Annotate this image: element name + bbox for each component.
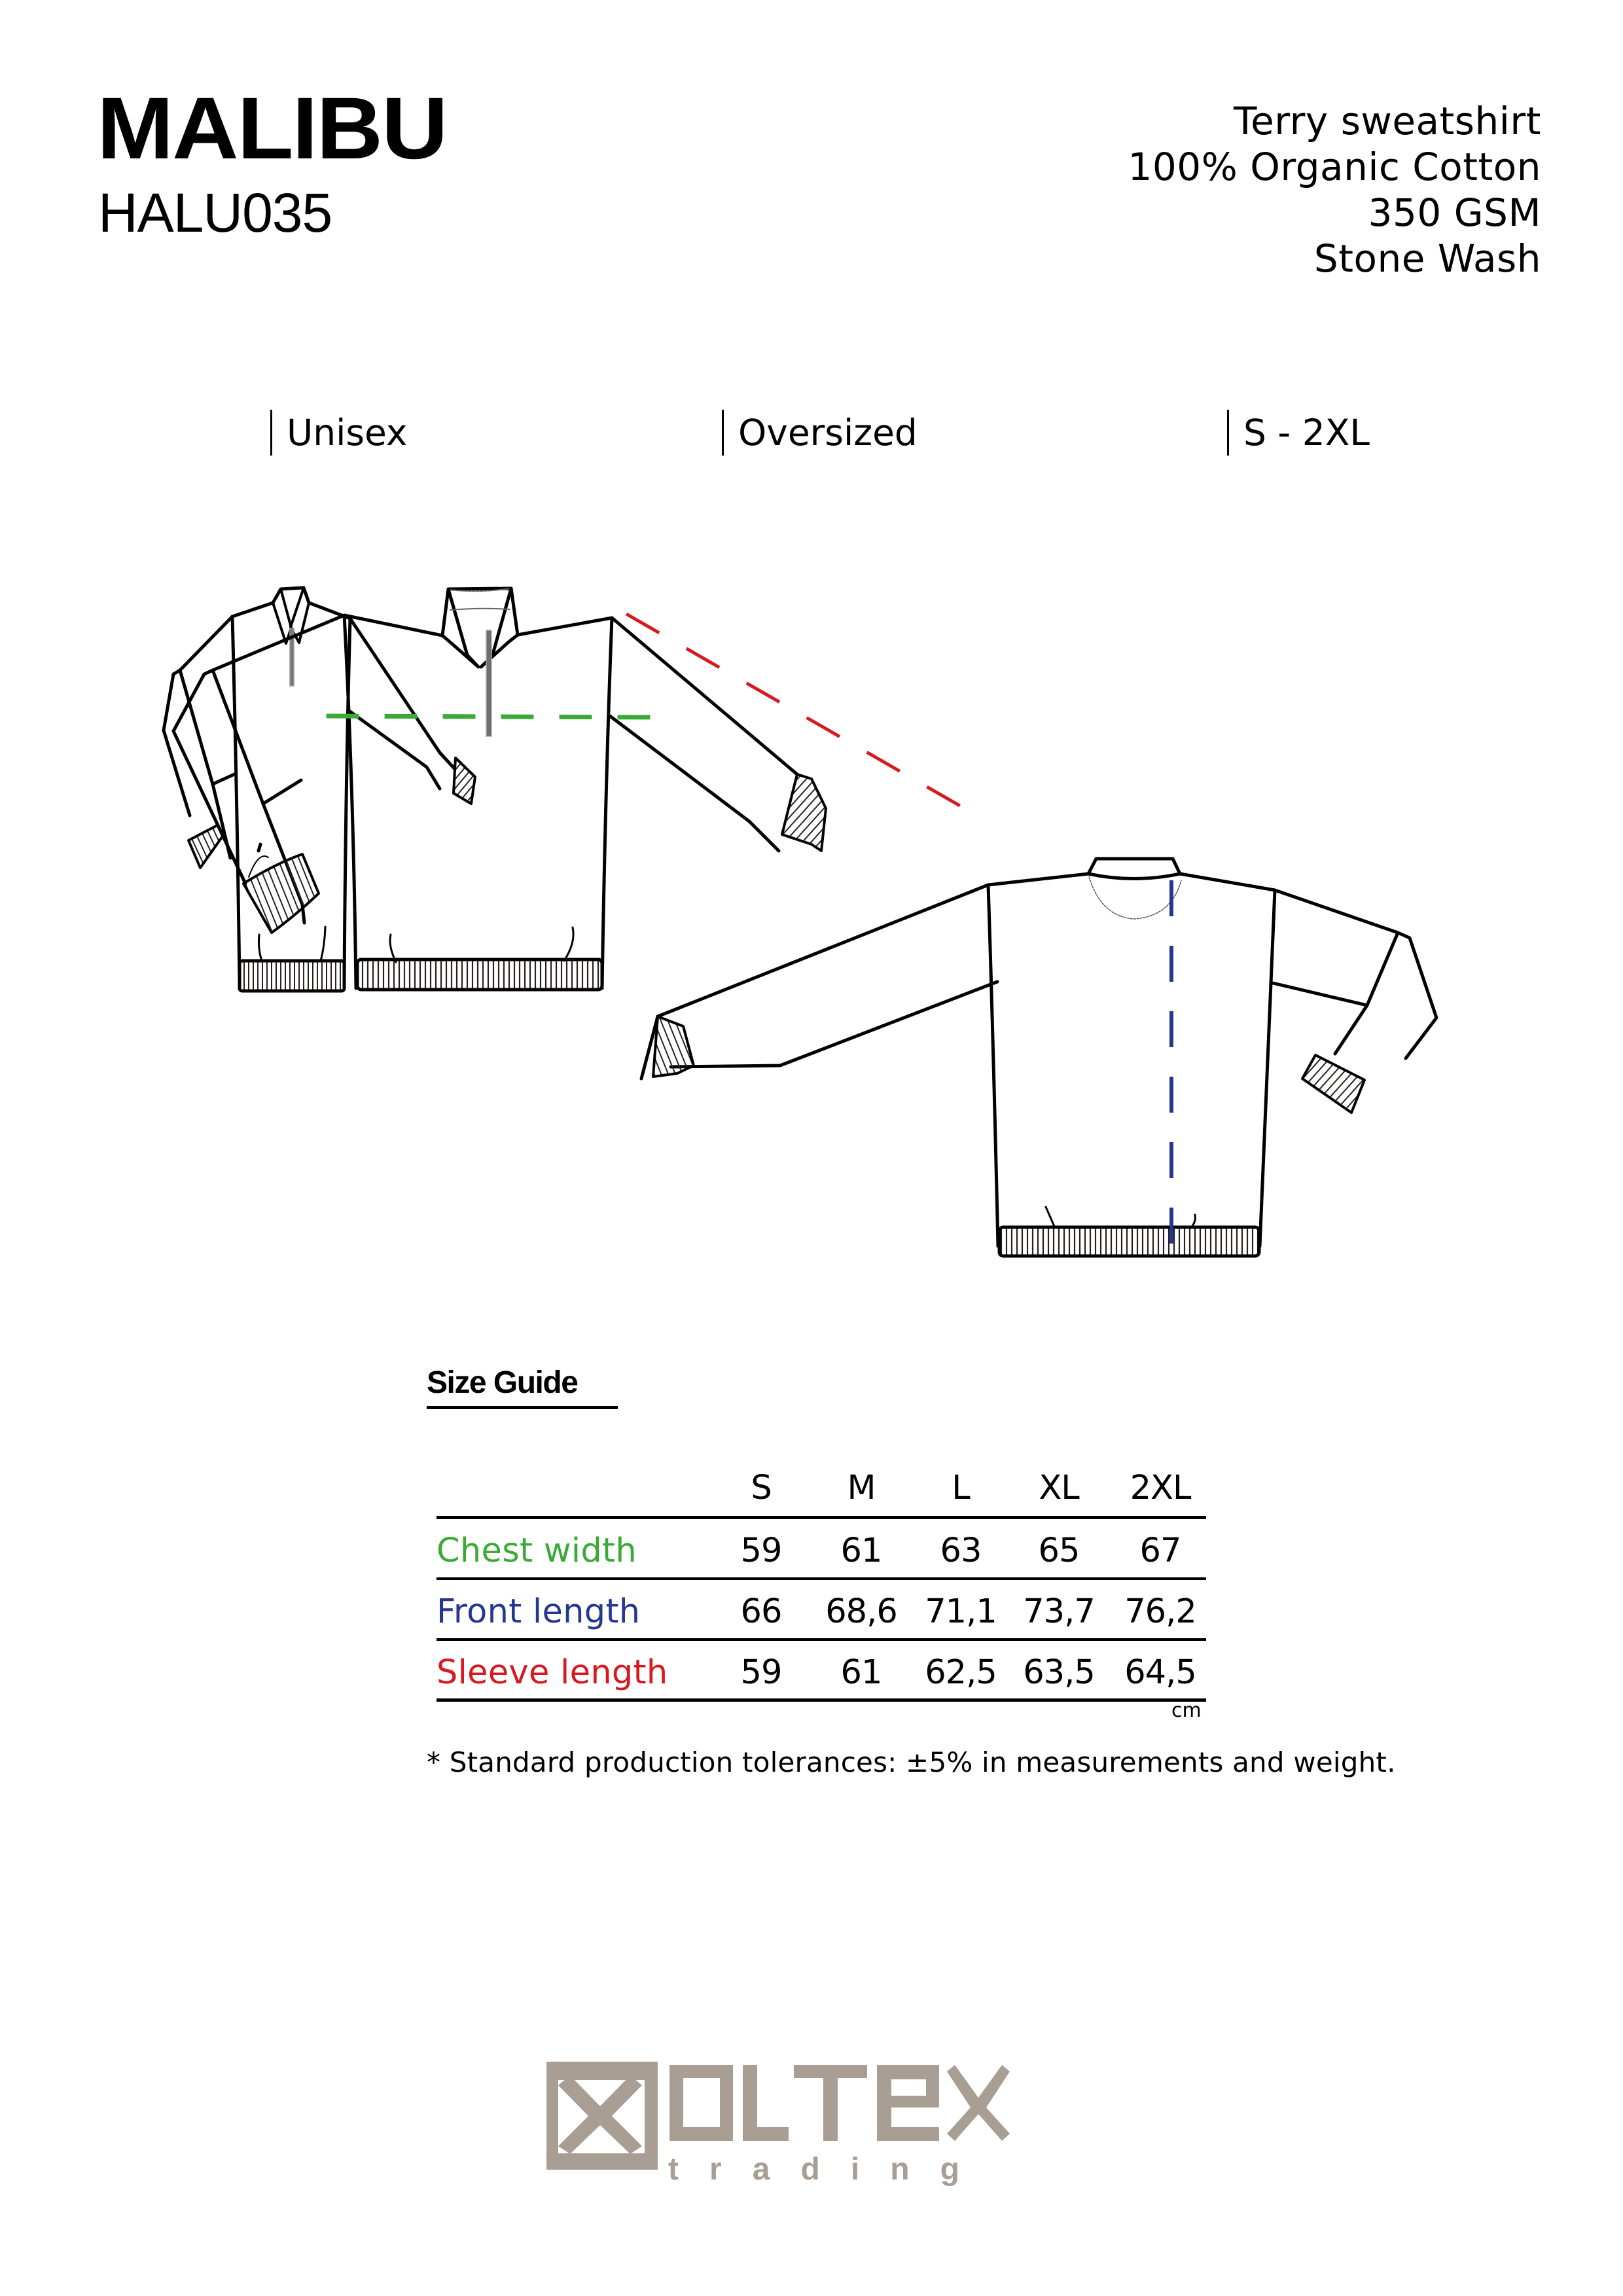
table-cell: 68,6 — [825, 1592, 898, 1631]
logo-x-icon — [558, 2075, 642, 2154]
product-specs: Terry sweatshirt 100% Organic Cotton 350… — [1128, 98, 1542, 281]
size-header-m: M — [847, 1469, 876, 1507]
table-row-front-length: Front length 66 68,6 71,1 73,7 76,2 — [437, 1578, 1206, 1641]
row-label-chest-width: Chest width — [437, 1532, 637, 1570]
oltex-trading-logo: trading — [546, 2062, 1015, 2186]
table-cell: 59 — [740, 1532, 783, 1570]
tag-fit: Oversized — [722, 410, 918, 456]
product-code: HALU035 — [98, 182, 332, 243]
logo-box-icon — [546, 2062, 658, 2170]
sweatshirt-drawings — [171, 586, 1438, 1258]
tag-divider — [722, 410, 724, 456]
table-cell: 66 — [740, 1592, 783, 1631]
table-row-sleeve-length: Sleeve length 59 61 62,5 63,5 64,5 — [437, 1639, 1206, 1702]
tag-gender-label: Unisex — [287, 412, 408, 454]
back-view — [639, 857, 1438, 1258]
logo-subtext: trading — [668, 2152, 1015, 2186]
product-name: MALIBU — [97, 80, 448, 177]
size-table-header: S M L XL 2XL — [437, 1460, 1206, 1519]
table-cell: 61 — [840, 1532, 883, 1570]
spec-finish: Stone Wash — [1313, 236, 1541, 281]
tag-divider — [270, 410, 272, 456]
chest-width-measure-line — [326, 713, 671, 720]
table-cell: 67 — [1139, 1532, 1182, 1570]
table-cell: 65 — [1038, 1532, 1080, 1570]
spec-material: 100% Organic Cotton — [1128, 145, 1541, 189]
table-rule — [437, 1638, 1206, 1641]
tag-size-range-label: S - 2XL — [1243, 412, 1370, 454]
table-cell: 59 — [740, 1653, 783, 1692]
spec-fabric: Terry sweatshirt — [1234, 99, 1541, 143]
tag-fit-label: Oversized — [738, 412, 918, 454]
table-rule — [437, 1698, 1206, 1702]
table-cell: 63,5 — [1023, 1653, 1096, 1692]
table-cell: 63 — [940, 1532, 982, 1570]
table-cell: 62,5 — [925, 1653, 997, 1692]
front-sweatshirt-drawing — [162, 586, 476, 993]
size-header-l: L — [952, 1469, 970, 1507]
technical-drawings — [162, 586, 476, 993]
row-label-sleeve-length: Sleeve length — [437, 1653, 668, 1692]
table-cell: 71,1 — [925, 1592, 997, 1631]
spec-weight: 350 GSM — [1368, 190, 1541, 235]
tag-divider — [1227, 410, 1229, 456]
size-guide-title: Size Guide — [427, 1365, 579, 1400]
row-label-front-length: Front length — [437, 1592, 641, 1631]
table-row-chest-width: Chest width 59 61 63 65 67 — [437, 1517, 1206, 1580]
table-cell: 61 — [840, 1653, 883, 1692]
table-rule — [437, 1516, 1206, 1519]
front-view — [171, 586, 827, 992]
table-cell: 73,7 — [1023, 1592, 1096, 1631]
tag-size-range: S - 2XL — [1227, 410, 1370, 456]
size-table: S M L XL 2XL Chest width 59 61 63 65 67 … — [437, 1460, 1206, 1702]
table-cell: 76,2 — [1124, 1592, 1197, 1631]
table-rule — [437, 1577, 1206, 1580]
table-cell: 64,5 — [1124, 1653, 1197, 1692]
size-guide-underline — [427, 1406, 618, 1409]
size-header-xl: XL — [1039, 1469, 1079, 1507]
size-header-s: S — [751, 1469, 772, 1507]
tag-gender: Unisex — [270, 410, 407, 456]
size-header-2xl: 2XL — [1130, 1469, 1192, 1507]
unit-label: cm — [1171, 1699, 1202, 1722]
tolerance-footnote: * Standard production tolerances: ±5% in… — [427, 1746, 1396, 1778]
